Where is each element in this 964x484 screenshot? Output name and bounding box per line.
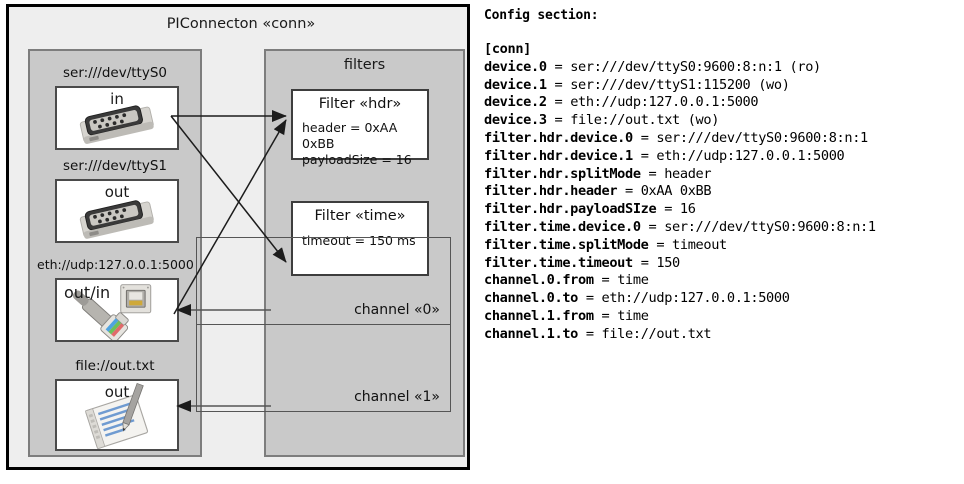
config-line-key: filter.hdr.splitMode — [484, 165, 641, 182]
config-line-key: filter.time.splitMode — [484, 236, 649, 253]
config-line-value: = ser:///dev/ttyS1:115200 (wo) — [546, 76, 790, 93]
device-box-ttys0[interactable]: in — [55, 86, 179, 150]
config-line-key: channel.1.to — [484, 325, 579, 342]
config-line: filter.hdr.payloadSIze = 16 — [484, 201, 954, 219]
config-line-value: = ser:///dev/ttyS0:9600:8:n:1 — [632, 129, 869, 146]
config-line-value: = time — [593, 272, 649, 289]
config-line: channel.0.to = eth://udp:127.0.0.1:5000 — [484, 290, 954, 308]
serial-db9-connector-icon — [79, 200, 154, 239]
config-line: channel.1.from = time — [484, 308, 954, 326]
piconnector-component-frame: PIConnecton «conn» ser:///dev/ttyS0 in — [6, 4, 470, 470]
config-line: device.2 = eth://udp:127.0.0.1:5000 — [484, 94, 954, 112]
ethernet-rj45-icon — [72, 284, 152, 340]
config-line-list: [conn]device.0 = ser:///dev/ttyS0:9600:8… — [484, 41, 954, 344]
config-line-key: filter.time.device.0 — [484, 218, 641, 235]
config-line-value: = file://out.txt (wo) — [546, 112, 720, 129]
device-direction-file: out — [104, 383, 130, 401]
config-line: channel.0.from = time — [484, 272, 954, 290]
serial-db9-connector-icon — [79, 105, 154, 144]
component-title: PIConnecton «conn» — [166, 16, 316, 32]
config-line-value: = 16 — [656, 201, 696, 218]
config-line-key: filter.hdr.device.0 — [484, 129, 633, 146]
filter-hdr-title: Filter «hdr» — [318, 96, 402, 112]
channel-label-0: channel «0» — [354, 302, 440, 318]
filter-hdr-prop-payloadsize: payloadSize = 16 — [302, 152, 412, 167]
config-line-key: filter.time.timeout — [484, 254, 633, 271]
device-direction-ttys1: out — [104, 183, 130, 201]
config-line: filter.time.device.0 = ser:///dev/ttyS0:… — [484, 219, 954, 237]
config-line-key: channel.0.to — [484, 290, 579, 307]
config-line-key: device.0 — [484, 58, 547, 75]
device-label-ttys0: ser:///dev/ttyS0 — [63, 65, 167, 81]
channel-box-0[interactable]: channel «0» — [196, 237, 451, 325]
config-line-value: = eth://udp:127.0.0.1:5000 — [632, 147, 845, 164]
config-line-key: device.2 — [484, 94, 547, 111]
device-box-eth[interactable]: out/in — [55, 278, 179, 342]
config-line: [conn] — [484, 41, 954, 59]
config-line: filter.hdr.device.1 = eth://udp:127.0.0.… — [484, 148, 954, 166]
filter-box-time[interactable]: Filter «time» timeout = 150 ms — [291, 201, 429, 276]
config-line-value: = time — [593, 307, 649, 324]
config-line: device.3 = file://out.txt (wo) — [484, 112, 954, 130]
config-line-key: channel.0.from — [484, 272, 594, 289]
device-label-file: file://out.txt — [75, 358, 155, 374]
device-direction-ttys0: in — [110, 90, 124, 108]
device-box-file[interactable]: out — [55, 379, 179, 451]
filter-hdr-prop-header: header = 0xAA 0xBB — [302, 120, 398, 151]
filter-time-title: Filter «time» — [314, 208, 406, 224]
config-line-value: = ser:///dev/ttyS0:9600:8:n:1 — [640, 218, 877, 235]
config-line-value: = file://out.txt — [578, 325, 712, 342]
config-line-key: [conn] — [484, 41, 532, 57]
config-line: device.1 = ser:///dev/ttyS1:115200 (wo) — [484, 77, 954, 95]
config-line: filter.hdr.splitMode = header — [484, 166, 954, 184]
config-line-value: = 150 — [632, 254, 681, 271]
device-label-ttys1: ser:///dev/ttyS1 — [63, 158, 167, 174]
filter-box-hdr[interactable]: Filter «hdr» header = 0xAA 0xBB payloadS… — [291, 89, 429, 167]
filter-time-prop-timeout: timeout = 150 ms — [302, 233, 416, 248]
config-line-key: device.1 — [484, 76, 547, 93]
config-line-key: device.3 — [484, 112, 547, 129]
config-line-value: = eth://udp:127.0.0.1:5000 — [546, 94, 759, 111]
filters-panel: filters Filter «hdr» header = 0xAA 0xBB … — [196, 49, 465, 457]
config-line-key: channel.1.from — [484, 307, 594, 324]
device-label-eth: eth://udp:127.0.0.1:5000 — [37, 257, 194, 272]
config-section: Config section: [conn]device.0 = ser:///… — [484, 8, 954, 344]
filter-time-props: timeout = 150 ms — [302, 233, 416, 249]
channel-label-1: channel «1» — [354, 389, 440, 405]
device-box-ttys1[interactable]: out — [55, 179, 179, 243]
config-line: filter.time.timeout = 150 — [484, 255, 954, 273]
config-line: filter.time.splitMode = timeout — [484, 237, 954, 255]
config-line-value: = timeout — [648, 236, 727, 253]
channel-box-1[interactable]: channel «1» — [196, 324, 451, 412]
config-heading: Config section: — [484, 8, 599, 23]
filter-hdr-props: header = 0xAA 0xBB payloadSize = 16 — [302, 120, 427, 168]
config-line: filter.hdr.device.0 = ser:///dev/ttyS0:9… — [484, 130, 954, 148]
config-line-value: = header — [640, 165, 712, 182]
config-line: filter.hdr.header = 0xAA 0xBB — [484, 183, 954, 201]
device-direction-eth: out/in — [64, 283, 111, 302]
filters-panel-title: filters — [343, 57, 386, 73]
config-line: channel.1.to = file://out.txt — [484, 326, 954, 344]
config-line-key: filter.hdr.header — [484, 183, 618, 200]
config-line-value: = 0xAA 0xBB — [617, 183, 712, 200]
config-line: device.0 = ser:///dev/ttyS0:9600:8:n:1 (… — [484, 59, 954, 77]
devices-panel: ser:///dev/ttyS0 in — [28, 49, 202, 457]
config-line-value: = eth://udp:127.0.0.1:5000 — [578, 290, 790, 307]
config-line-key: filter.hdr.payloadSIze — [484, 201, 657, 218]
config-line-value: = ser:///dev/ttyS0:9600:8:n:1 (ro) — [546, 58, 822, 75]
text-file-pencil-icon — [84, 382, 149, 449]
config-line-key: filter.hdr.device.1 — [484, 147, 633, 164]
